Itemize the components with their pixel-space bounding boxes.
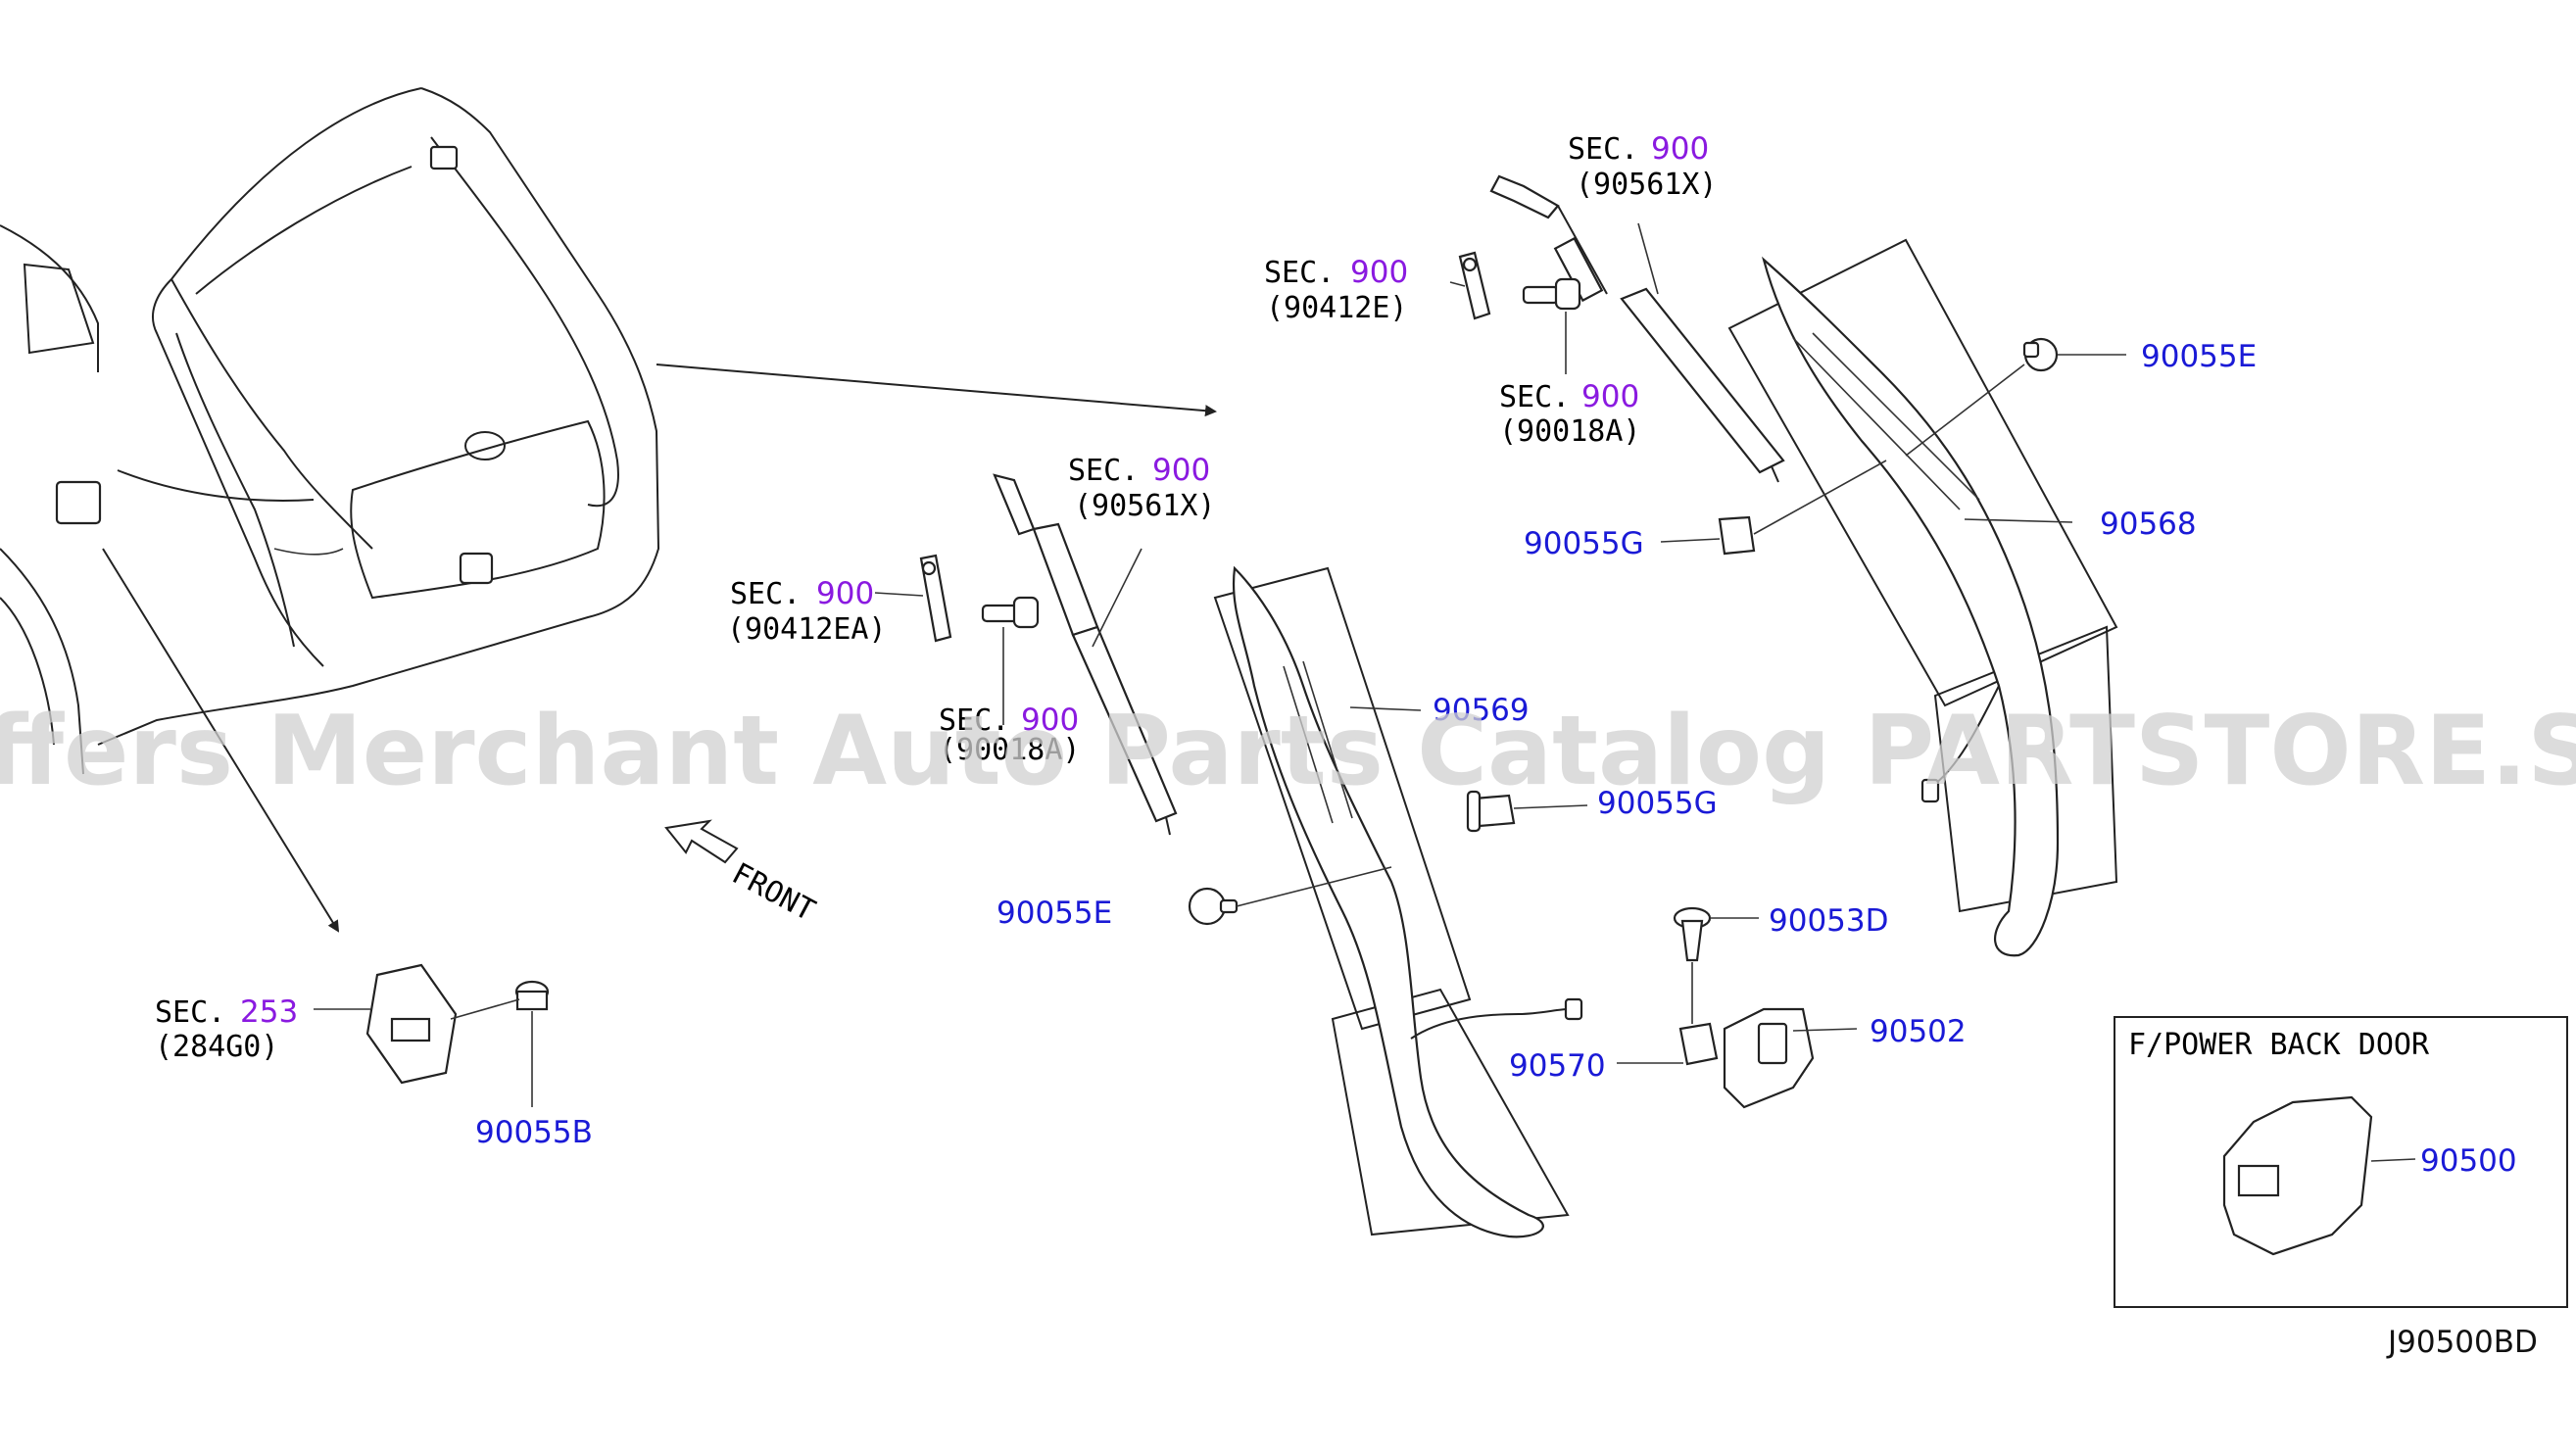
sec-ref-bracket-upper: SEC. 900 (90412E) <box>1264 255 1408 325</box>
svg-text:SEC.: SEC. <box>1499 380 1570 414</box>
part-label-90569: 90569 <box>1433 693 1530 728</box>
svg-text:(90412E): (90412E) <box>1266 291 1408 325</box>
zoom-arrow-right <box>656 364 1217 417</box>
part-label-90570: 90570 <box>1509 1048 1606 1084</box>
part-label-90055G-middle: 90055G <box>1597 786 1718 821</box>
svg-text:SEC.: SEC. <box>1568 132 1638 167</box>
svg-text:(90018A): (90018A) <box>1499 414 1641 449</box>
svg-text:900: 900 <box>1651 131 1709 167</box>
gas-strut-upper <box>1489 174 1785 483</box>
vehicle-rear-illustration <box>0 87 660 775</box>
svg-text:SEC.: SEC. <box>1264 256 1335 290</box>
trim-panel-center <box>1213 565 1570 1238</box>
sec-ref-bolt-lower: SEC. 900 (90018A) <box>939 703 1081 767</box>
svg-text:900: 900 <box>1581 379 1639 414</box>
svg-text:FRONT: FRONT <box>726 856 820 928</box>
gas-strut-lower <box>993 473 1178 836</box>
sec-ref-strut-lower: SEC. 900 (90561X) <box>1068 453 1216 523</box>
svg-text:SEC.: SEC. <box>155 995 225 1030</box>
part-label-90500: 90500 <box>2420 1143 2517 1179</box>
front-direction-indicator: FRONT <box>664 819 820 928</box>
sec-ref-strut-upper: SEC. 900 (90561X) <box>1568 131 1718 202</box>
striker <box>1678 1022 1719 1066</box>
screw-90053D <box>1673 906 1712 962</box>
part-label-90502: 90502 <box>1870 1014 1967 1049</box>
sec-ref-bracket-lower: SEC. 900 (90412EA) <box>727 576 887 647</box>
svg-text:(90018A): (90018A) <box>939 733 1081 767</box>
bolt-upper <box>1522 277 1581 311</box>
svg-text:(90561X): (90561X) <box>1576 168 1718 202</box>
svg-text:SEC.: SEC. <box>1068 454 1139 488</box>
sec-ref-control-module: SEC. 253 (284G0) <box>155 994 298 1064</box>
svg-text:900: 900 <box>1021 703 1079 738</box>
sec-ref-bolt-upper: SEC. 900 (90018A) <box>1499 379 1641 449</box>
part-label-90055E-upper: 90055E <box>2141 339 2257 374</box>
inset-power-back-door <box>2114 1016 2568 1308</box>
clip-90055E-lower <box>1188 887 1239 926</box>
part-label-90568: 90568 <box>2100 507 2197 542</box>
bracket-upper <box>1458 251 1491 320</box>
svg-text:(284G0): (284G0) <box>155 1030 278 1064</box>
diagram-code: J90500BD <box>2386 1325 2538 1360</box>
part-label-90055B: 90055B <box>475 1115 593 1150</box>
zoom-arrow-down <box>102 548 340 933</box>
harness-90570 <box>1410 997 1583 1040</box>
latch-90502 <box>1723 1007 1815 1109</box>
svg-text:SEC.: SEC. <box>730 577 801 611</box>
clip-90055E-upper <box>2022 337 2059 372</box>
clip-90055G-middle <box>1466 790 1516 833</box>
svg-text:(90561X): (90561X) <box>1074 489 1216 523</box>
svg-text:253: 253 <box>240 994 298 1030</box>
bolt-lower <box>981 596 1040 629</box>
inset-title: F/POWER BACK DOOR <box>2128 1028 2430 1062</box>
svg-text:(90412EA): (90412EA) <box>727 612 887 647</box>
svg-text:900: 900 <box>1152 453 1210 488</box>
part-label-90053D: 90053D <box>1769 903 1889 939</box>
control-module-284G0 <box>365 963 458 1085</box>
bracket-lower <box>919 554 952 643</box>
part-label-90055G-upper: 90055G <box>1524 526 1644 561</box>
svg-text:900: 900 <box>1350 255 1408 290</box>
svg-text:SEC.: SEC. <box>939 703 1009 738</box>
nut-90055B <box>514 980 550 1011</box>
clip-90055G-upper <box>1718 515 1756 556</box>
watermark: Offers Merchant Auto Parts Catalog PARTS… <box>0 696 2576 807</box>
svg-text:900: 900 <box>816 576 874 611</box>
trim-panel-right <box>1727 238 2118 957</box>
part-label-90055E-lower: 90055E <box>996 896 1112 931</box>
